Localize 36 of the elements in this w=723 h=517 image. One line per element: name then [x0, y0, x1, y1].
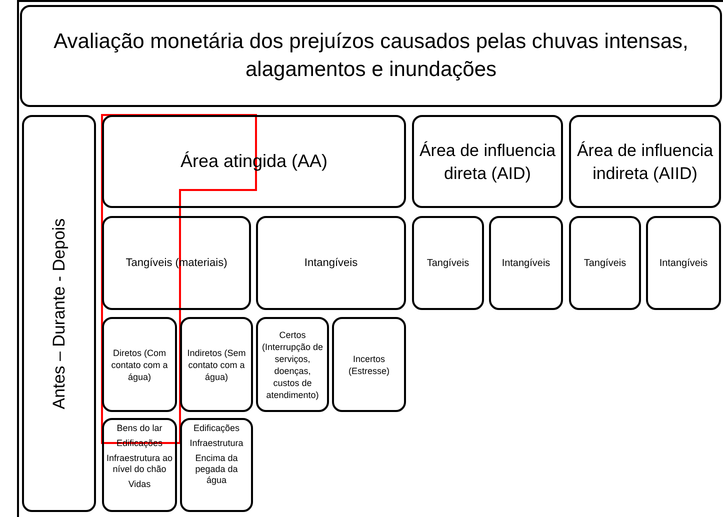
- area-title: Área de influencia indireta (AIID): [576, 140, 714, 184]
- area-box: [102, 115, 406, 208]
- area-box: [412, 115, 563, 208]
- item-label: Vidas: [127, 479, 152, 490]
- category-box: [102, 317, 177, 412]
- category-box: [569, 216, 641, 310]
- category-label: Intangíveis: [658, 256, 709, 270]
- category-box: [489, 216, 563, 310]
- category-box: [180, 317, 253, 412]
- phase-box: [22, 115, 96, 512]
- category-label: Indiretos (Sem contato com a água): [186, 346, 247, 382]
- category-label: Tangíveis: [426, 256, 470, 270]
- area-box: [569, 115, 721, 208]
- category-label: Intangíveis: [303, 256, 359, 271]
- item-list-box: [102, 418, 177, 512]
- item-list-box: [180, 418, 253, 512]
- item-label: Infraestrutura ao nível do chão: [105, 453, 174, 475]
- title-text: Avaliação monetária dos prejuízos causados pelas chuvas intensas, alagamentos e inundações: [52, 29, 690, 83]
- category-box: [256, 317, 329, 412]
- category-box: [412, 216, 484, 310]
- title-box: [20, 5, 722, 107]
- phase-label: Antes – Durante - Depois: [48, 218, 70, 409]
- category-box: [256, 216, 406, 310]
- category-label: Incertos (Estresse): [347, 352, 390, 376]
- category-label: Tangíveis: [582, 256, 628, 270]
- category-box: [332, 317, 406, 412]
- category-box: [646, 216, 721, 310]
- item-label: Bens do lar: [116, 423, 164, 434]
- item-label: Encima da pegada da água: [194, 453, 239, 486]
- item-label: Edificações: [192, 423, 241, 434]
- category-label: Certos (Interrupção de serviços, doenças, custos de atendimento): [260, 328, 324, 400]
- item-label: Infraestrutura: [188, 438, 244, 449]
- category-label: Intangíveis: [500, 256, 552, 270]
- category-label: Diretos (Com contato com a água): [110, 346, 169, 382]
- category-box: [102, 216, 251, 310]
- area-title: Área de influencia direta (AID): [418, 140, 557, 184]
